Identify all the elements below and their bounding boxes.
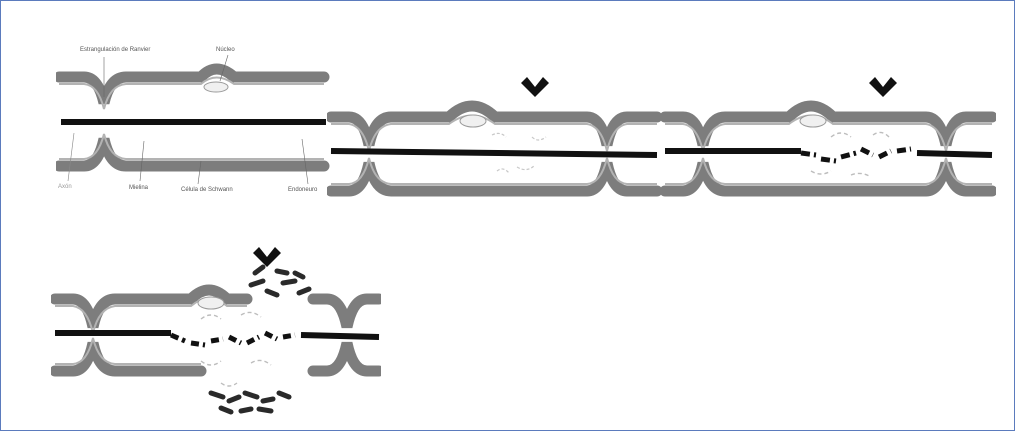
myelin-bottom bbox=[56, 137, 330, 172]
down-arrow-icon bbox=[253, 247, 281, 267]
label-endoneurium: Endoneuro bbox=[288, 187, 318, 193]
label-myelin: Mielina bbox=[129, 185, 149, 191]
label-axon: Axón bbox=[58, 184, 72, 190]
axon bbox=[330, 148, 658, 158]
panel-stage-4 bbox=[51, 247, 381, 415]
myelin-top bbox=[51, 284, 253, 329]
panel-stage-3 bbox=[661, 77, 996, 197]
label-node-of-ranvier: Estrangulación de Ranvier bbox=[80, 47, 150, 53]
label-nucleus: Núcleo bbox=[216, 47, 235, 53]
panel-normal-fiber: Estrangulación de Ranvier Núcleo Axón Mi… bbox=[56, 47, 330, 193]
myelin-top bbox=[56, 63, 330, 105]
axon-fragments bbox=[800, 146, 912, 164]
myelin-bottom bbox=[51, 341, 207, 377]
myelin-top bbox=[327, 100, 661, 147]
myelin-debris-top bbox=[248, 264, 312, 298]
schwann-nucleus bbox=[197, 296, 225, 310]
panel-stage-2 bbox=[327, 77, 661, 197]
axon-fragments bbox=[170, 330, 296, 348]
myelin-bottom bbox=[327, 161, 661, 197]
schwann-nucleus bbox=[799, 114, 827, 128]
myelin-top bbox=[661, 100, 996, 147]
label-schwann-cell: Célula de Schwann bbox=[181, 187, 233, 193]
schwann-nucleus bbox=[459, 114, 487, 128]
schwann-nucleus bbox=[203, 81, 229, 93]
down-arrow-icon bbox=[521, 77, 549, 97]
myelin-bottom bbox=[661, 161, 996, 197]
myelin-debris-bottom bbox=[208, 390, 292, 415]
down-arrow-icon bbox=[869, 77, 897, 97]
